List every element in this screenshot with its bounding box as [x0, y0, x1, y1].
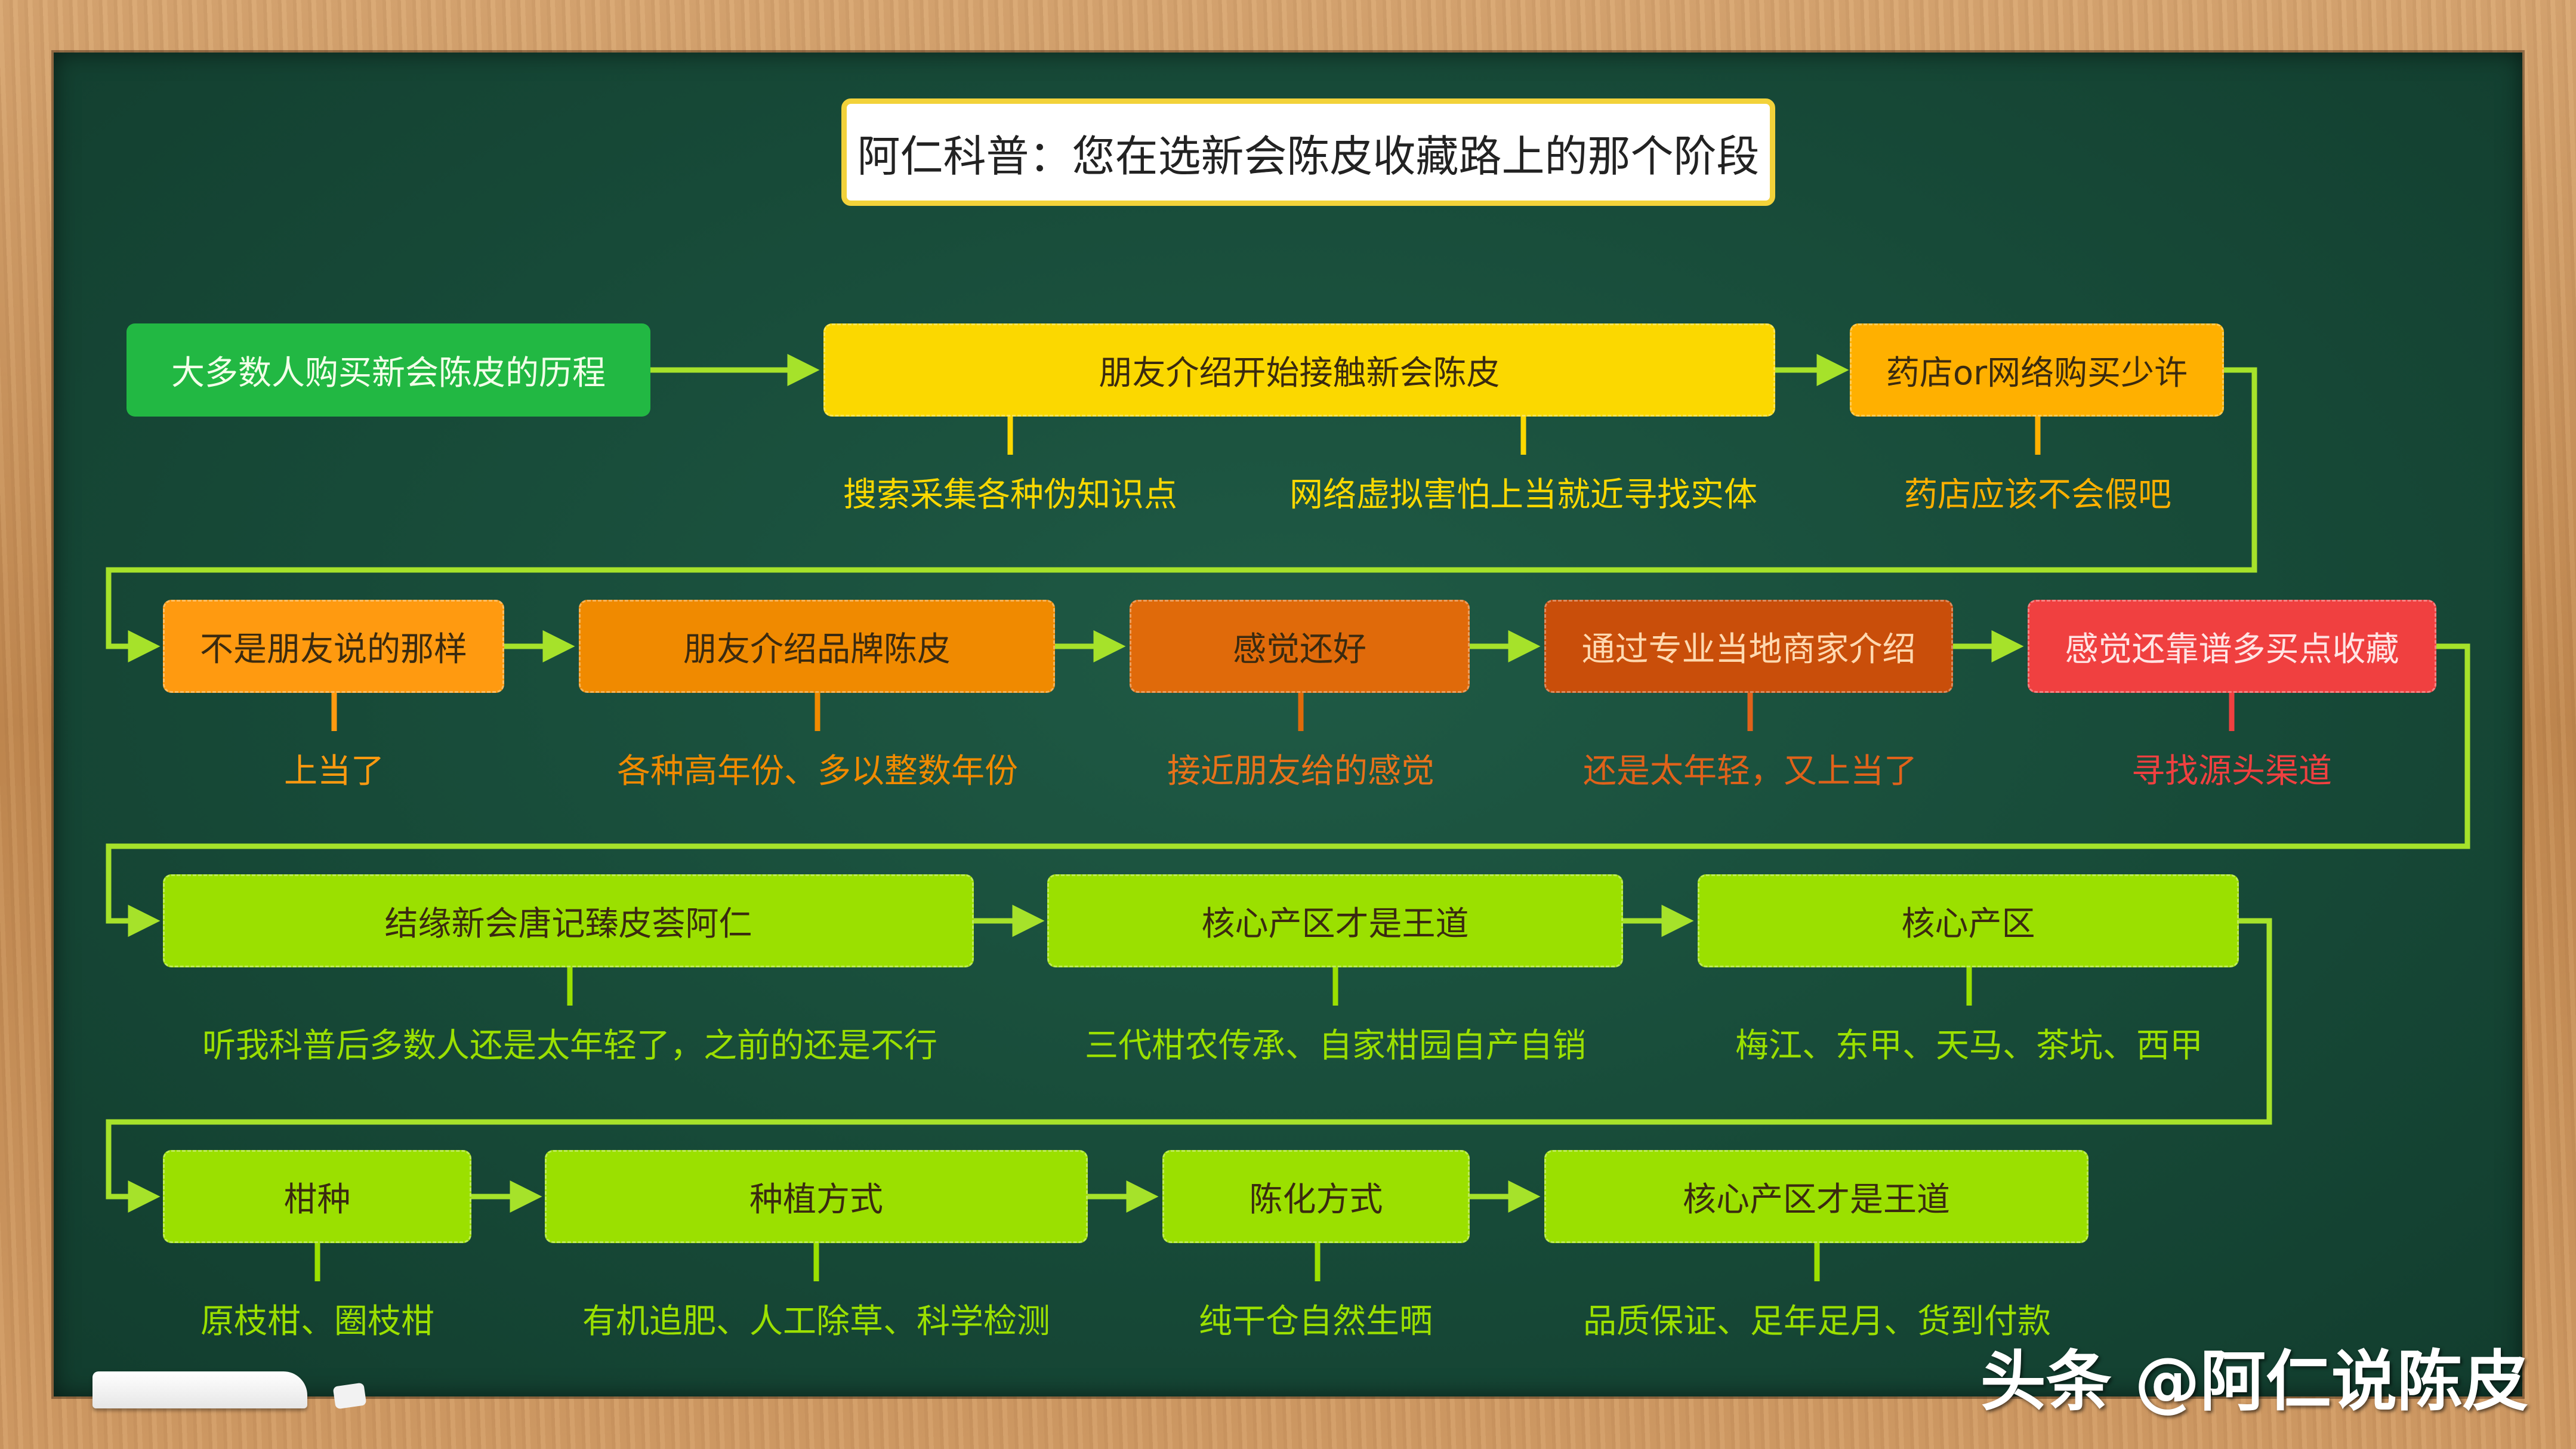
step-box-core-area: 核心产区 — [1698, 874, 2239, 967]
note-pharmacy-trust: 药店应该不会假吧 — [1904, 476, 2171, 514]
chalk-fragment — [332, 1382, 367, 1410]
note-quality-guarantee: 品质保证、足年足月、货到付款 — [1583, 1302, 2051, 1341]
step-box-brand-chenpi: 朋友介绍品牌陈皮 — [579, 600, 1055, 693]
note-dry-storage: 纯干仓自然生晒 — [1199, 1302, 1433, 1341]
note-cheated: 上当了 — [284, 752, 384, 791]
connector-r1-r2 — [106, 367, 2257, 662]
step-box-buy-collect: 感觉还靠谱多买点收藏 — [2028, 600, 2436, 693]
note-find-source: 寻找源头渠道 — [2131, 752, 2332, 791]
connector-r2-r3 — [106, 643, 2470, 937]
step-box-core-area-king-2: 核心产区才是王道 — [1544, 1150, 2088, 1243]
step-box-local-merchant: 通过专业当地商家介绍 — [1544, 600, 1953, 693]
step-box-aging: 陈化方式 — [1162, 1150, 1470, 1243]
note-varieties: 原枝柑、圈枝柑 — [200, 1302, 434, 1341]
page-title: 阿仁科普：您在选新会陈皮收藏路上的那个阶段 — [841, 98, 1775, 206]
step-box-meet-aren: 结缘新会唐记臻皮荟阿仁 — [163, 874, 974, 967]
note-core-villages: 梅江、东甲、天马、茶坑、西甲 — [1735, 1026, 2203, 1065]
chalk-piece — [92, 1371, 307, 1408]
note-still-young: 听我科普后多数人还是太年轻了，之前的还是不行 — [202, 1026, 937, 1065]
step-box-core-area-king: 核心产区才是王道 — [1047, 874, 1623, 967]
note-cheated-again: 还是太年轻，又上当了 — [1583, 752, 1917, 791]
step-box-not-as-said: 不是朋友说的那样 — [163, 600, 504, 693]
note-three-generations: 三代柑农传承、自家柑园自产自销 — [1085, 1026, 1586, 1065]
step-box-pharmacy-buy: 药店or网络购买少许 — [1850, 323, 2224, 417]
step-box-variety: 柑种 — [163, 1150, 471, 1243]
note-fake-knowledge: 搜索采集各种伪知识点 — [843, 476, 1177, 514]
connector-r3-r4 — [106, 918, 2272, 1213]
step-box-feels-ok: 感觉还好 — [1130, 600, 1470, 693]
note-find-store: 网络虚拟害怕上当就近寻找实体 — [1289, 476, 1757, 514]
note-organic: 有机追肥、人工除草、科学检测 — [582, 1302, 1050, 1341]
watermark: 头条 @阿仁说陈皮 — [1980, 1343, 2528, 1420]
step-box-start: 大多数人购买新会陈皮的历程 — [127, 323, 650, 417]
step-box-friend-intro: 朋友介绍开始接触新会陈皮 — [823, 323, 1775, 417]
note-close-feeling: 接近朋友给的感觉 — [1167, 752, 1434, 791]
note-high-years: 各种高年份、多以整数年份 — [617, 752, 1018, 791]
step-box-planting: 种植方式 — [545, 1150, 1088, 1243]
